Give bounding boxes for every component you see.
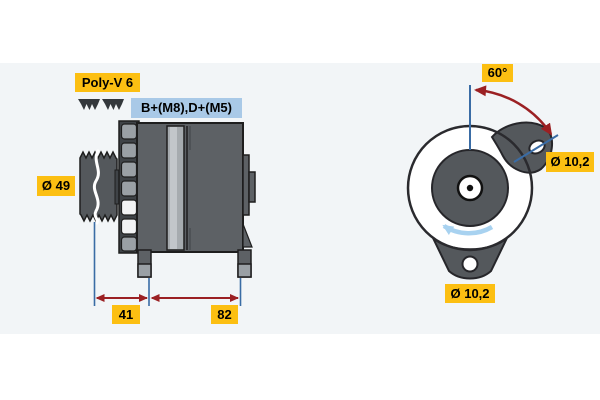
mount-angle-label: 60° <box>482 64 513 82</box>
shaft-center-point <box>466 184 474 192</box>
dimension-label-41: 41 <box>112 305 140 324</box>
angle-arc-60 <box>474 85 553 136</box>
dimension-label-82: 82 <box>211 305 238 324</box>
top-hole-diameter-label: Ø 10,2 <box>546 152 594 172</box>
rear-boss <box>242 154 256 216</box>
bottom-hole-diameter-label: Ø 10,2 <box>445 284 495 303</box>
bottom-mounting-hole <box>461 255 479 273</box>
pulley-diameter-label: Ø 49 <box>37 176 75 196</box>
ear-axis-reference-line <box>513 134 559 163</box>
belt-profile-icon <box>102 99 124 110</box>
rotation-direction-arrow <box>442 224 494 236</box>
housing-body <box>136 122 253 253</box>
belt-type-label: Poly-V 6 <box>75 73 140 92</box>
pulley <box>79 149 118 225</box>
front-view <box>406 85 559 280</box>
terminal-label: B+(M8),D+(M5) <box>131 98 242 118</box>
belt-profile-icon <box>78 99 100 110</box>
rear-mounting-foot <box>237 249 252 278</box>
dimension-lines <box>93 222 242 306</box>
side-view <box>78 99 256 306</box>
front-mounting-foot <box>137 249 152 278</box>
pulley-break-line <box>92 149 100 225</box>
